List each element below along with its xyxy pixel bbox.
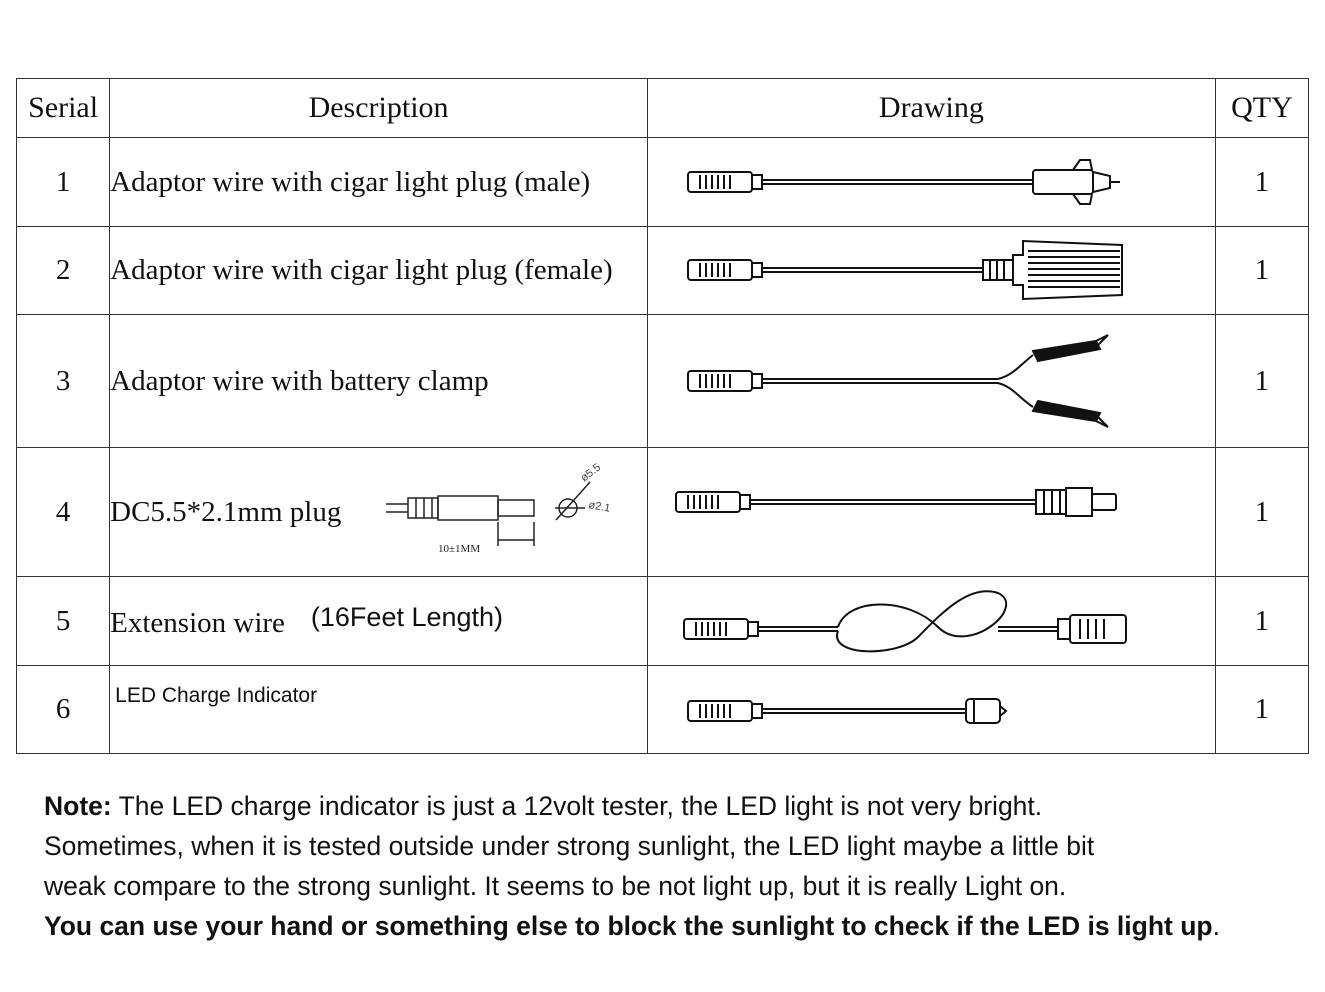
table-header-row: Serial Description Drawing QTY [15, 78, 1310, 138]
row-serial: 6 [15, 665, 111, 754]
row-description: Adaptor wire with cigar light plug (male… [109, 137, 648, 227]
row-serial: 3 [15, 314, 111, 448]
table-row: 3 Adaptor wire with battery clamp [15, 314, 1310, 448]
row-qty: 1 [1214, 447, 1310, 577]
row-description: DC5.5*2.1mm plug [109, 447, 648, 577]
battery-clamp-drawing [686, 334, 1109, 428]
table-row: 2 Adaptor wire with cigar light plug (fe… [15, 226, 1310, 315]
note-bold-tail: . [1212, 911, 1220, 941]
table-row: 6 LED Charge Indicator [15, 665, 1310, 754]
note-line-2: Sometimes, when it is tested outside und… [44, 831, 1095, 861]
dc-plug-cable-drawing [674, 487, 1117, 517]
drawing-cigar-male [646, 137, 1216, 227]
row-serial: 4 [15, 447, 111, 577]
row-qty: 1 [1214, 226, 1310, 315]
cigar-male-plug-drawing [686, 159, 1120, 205]
note-line-3: weak compare to the strong sunlight. It … [44, 871, 1067, 901]
row-serial: 2 [15, 226, 111, 315]
row-description: LED Charge Indicator [109, 665, 648, 754]
note-line-4: You can use your hand or something else … [44, 906, 1314, 946]
header-serial: Serial [15, 78, 111, 138]
note-bold-line: You can use your hand or something else … [44, 911, 1213, 941]
row-serial: 5 [15, 576, 111, 666]
cigar-female-socket-drawing [686, 239, 1123, 301]
parts-table: Serial Description Drawing QTY 1 Adaptor… [15, 78, 1310, 754]
row-serial: 1 [15, 137, 111, 227]
dc-dim-label: 10±1MM [438, 543, 480, 555]
table-row: 5 Extension wire (16Feet Length) [15, 576, 1310, 666]
note-line-1: Note: The LED charge indicator is just a… [44, 786, 1314, 826]
row-description: Adaptor wire with battery clamp [109, 314, 648, 448]
header-description: Description [109, 78, 648, 138]
extension-wire-label: Extension wire [110, 607, 285, 639]
dc-plug-dimension-drawing: 10±1MM ø5.5 ø2.1 [386, 461, 612, 555]
table-row: 1 Adaptor wire with cigar light plug (ma… [15, 137, 1310, 227]
note-label: Note: [44, 791, 112, 821]
note-text-1: The LED charge indicator is just a 12vol… [111, 791, 1043, 821]
dc-plug-label: DC5.5*2.1mm plug [110, 495, 342, 528]
dc-inner-diameter-label: ø2.1 [588, 499, 612, 515]
row-qty: 1 [1214, 665, 1310, 754]
dc-outer-diameter-label: ø5.5 [579, 461, 604, 484]
led-indicator-drawing [686, 698, 1008, 724]
header-qty: QTY [1214, 78, 1310, 138]
row-qty: 1 [1214, 576, 1310, 666]
header-drawing: Drawing [646, 78, 1216, 138]
row-qty: 1 [1214, 137, 1310, 227]
row-description: Extension wire (16Feet Length) [109, 576, 648, 666]
extension-wire-drawing [682, 590, 1127, 653]
row-description: Adaptor wire with cigar light plug (fema… [109, 226, 648, 315]
led-indicator-label: LED Charge Indicator [115, 684, 318, 707]
drawing-extension-wire [646, 576, 1216, 666]
row-qty: 1 [1214, 314, 1310, 448]
drawing-cigar-female [646, 226, 1216, 315]
extension-length-label: (16Feet Length) [310, 602, 504, 632]
drawing-dc-plug [646, 447, 1216, 577]
note-block: Note: The LED charge indicator is just a… [44, 786, 1314, 946]
drawing-battery-clamp [646, 314, 1216, 448]
table-row: 4 DC5.5*2.1mm plug [15, 447, 1310, 577]
drawing-led-indicator [646, 665, 1216, 754]
